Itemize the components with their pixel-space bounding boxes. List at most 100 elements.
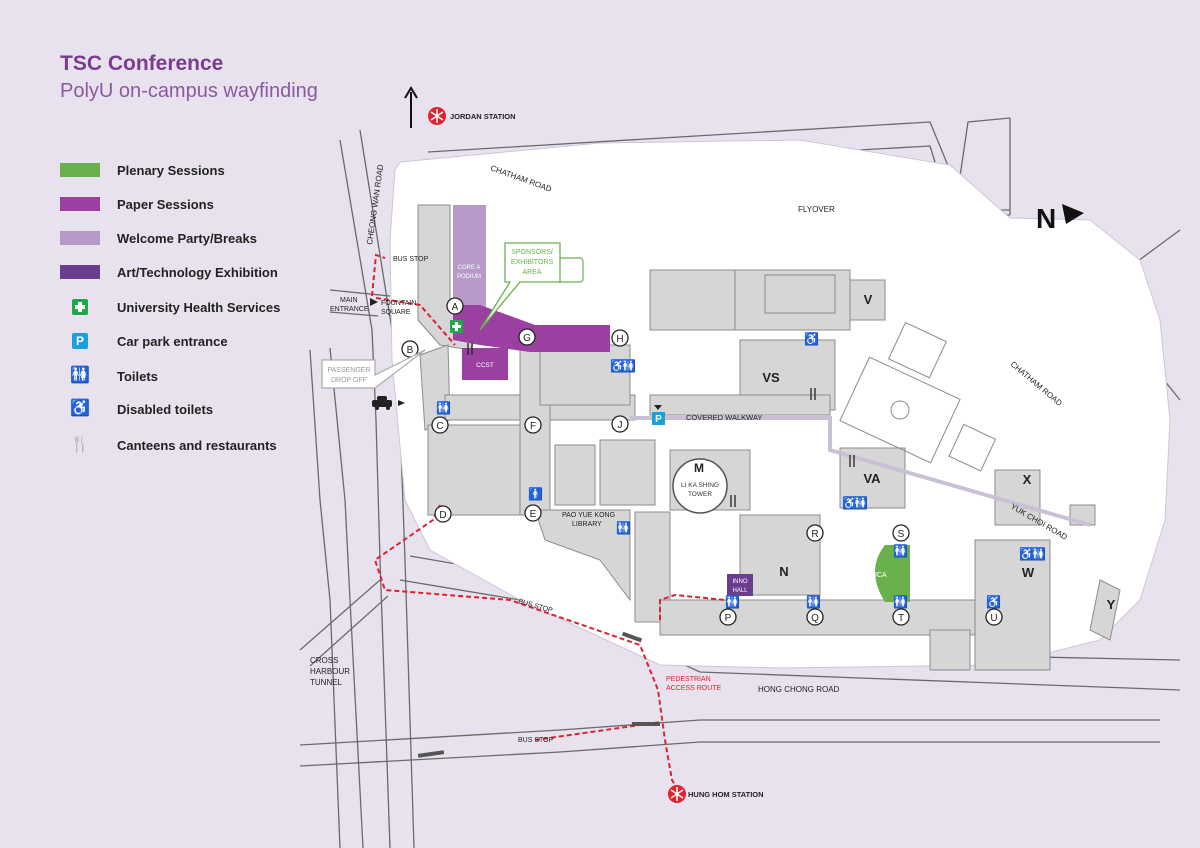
toilet-icon: 🚻 bbox=[621, 359, 636, 373]
entrance-arrow-icon bbox=[370, 298, 378, 306]
legend-item-exhibition: Art/Technology Exhibition bbox=[60, 262, 278, 282]
wheelchair-icon: ♿ bbox=[70, 400, 90, 417]
li-ka-shing-tower bbox=[672, 458, 728, 514]
main-entrance-label: MAIN bbox=[340, 297, 358, 304]
core-a-label-2: PODIUM bbox=[457, 274, 481, 280]
node-u-marker bbox=[985, 608, 1003, 626]
legend-item-toilets: 🚻 Toilets bbox=[60, 366, 158, 386]
building-v: V bbox=[864, 292, 873, 307]
node-c-marker bbox=[431, 416, 449, 434]
drop-off-callout bbox=[321, 349, 426, 389]
cutlery-icon: 🍴 bbox=[70, 436, 90, 453]
node-p-marker bbox=[719, 608, 737, 626]
walkway-path bbox=[630, 416, 1091, 527]
node-f-marker bbox=[524, 416, 542, 434]
ccst-label: CCST bbox=[476, 362, 494, 369]
node-a-label: A bbox=[452, 302, 459, 313]
bus-shelters bbox=[417, 631, 660, 758]
svg-text:N: N bbox=[1036, 203, 1056, 234]
map-cutlery-icons bbox=[467, 343, 855, 507]
pedestrian-route-label: PEDESTRIAN bbox=[666, 676, 711, 683]
north-arrow-icon: N bbox=[1036, 203, 1084, 234]
legend-item-welcome: Welcome Party/Breaks bbox=[60, 228, 257, 248]
bus-stop-label-1: BUS STOP bbox=[393, 256, 429, 263]
library-label-2: LIBRARY bbox=[572, 521, 602, 528]
node-u-label: U bbox=[990, 613, 997, 624]
cross-harbour-label-2: HARBOUR bbox=[310, 667, 350, 676]
legend-item-health: University Health Services bbox=[60, 297, 280, 317]
toilet-icon: 🚻 bbox=[853, 496, 868, 510]
inno-hall-area bbox=[727, 574, 753, 596]
page-title: TSC Conference bbox=[60, 52, 224, 75]
legend-label: Plenary Sessions bbox=[117, 162, 225, 178]
mtr-jordan-icon bbox=[428, 107, 446, 125]
node-r-label: R bbox=[811, 529, 818, 540]
exhibition-swatch bbox=[60, 265, 100, 279]
fountain-square-label-2: SQUARE bbox=[381, 309, 411, 316]
toilet-icon: 🚻 bbox=[1031, 547, 1046, 561]
node-s-label: S bbox=[898, 529, 905, 540]
toilet-icon: 🚹 bbox=[528, 487, 543, 501]
node-d-label: D bbox=[439, 510, 446, 521]
node-t-marker bbox=[892, 608, 910, 626]
node-g-marker bbox=[518, 328, 536, 346]
flyover-label: FLYOVER bbox=[798, 205, 835, 214]
health-cross-icon bbox=[60, 299, 100, 315]
parking-icon: P bbox=[60, 333, 100, 349]
paper-swatch bbox=[60, 197, 100, 211]
inno-hall-label-2: HALL bbox=[732, 588, 748, 594]
building-labels: V VS VA X N W Y bbox=[762, 292, 1115, 612]
node-b-label: B bbox=[407, 345, 414, 356]
welcome-swatch bbox=[60, 231, 100, 245]
parking-marker-icon: P bbox=[652, 405, 665, 425]
jca-label: JCA bbox=[873, 572, 887, 579]
hunghom-station-label: HUNG HOM STATION bbox=[688, 790, 764, 799]
node-j-label: J bbox=[618, 420, 623, 431]
toilet-icon: 🚻 bbox=[70, 367, 90, 384]
node-q-marker bbox=[806, 608, 824, 626]
pedestrian-route-label-2: ACCESS ROUTE bbox=[666, 685, 722, 692]
health-services-marker-icon bbox=[450, 320, 463, 333]
toilet-icon: 🚻 bbox=[725, 595, 740, 609]
building-m: M bbox=[694, 461, 704, 475]
node-q-label: Q bbox=[811, 613, 819, 624]
legend-label: Art/Technology Exhibition bbox=[117, 264, 278, 280]
paper-sessions-area bbox=[453, 305, 610, 352]
cheong-wan-road-label: CHEONG WAN ROAD bbox=[365, 164, 385, 246]
library-label: PAO YUE KONG bbox=[562, 512, 615, 519]
main-entrance-label-2: ENTRANCE bbox=[330, 306, 369, 313]
building-n: N bbox=[779, 564, 788, 579]
sponsors-label-2: EXHIBITORS bbox=[511, 259, 554, 266]
svg-text:P: P bbox=[655, 414, 662, 425]
legend-label: Paper Sessions bbox=[117, 196, 214, 212]
core-a-label: CORE A bbox=[458, 265, 481, 271]
legend-label: Car park entrance bbox=[117, 333, 228, 349]
disabled-toilet-icon: ♿ bbox=[842, 496, 857, 510]
node-e-marker bbox=[524, 504, 542, 522]
mtr-hunghom-icon bbox=[668, 785, 686, 803]
sports-fields bbox=[764, 274, 997, 472]
building-va: VA bbox=[863, 471, 881, 486]
legend-label: Toilets bbox=[117, 368, 158, 384]
node-f-label: F bbox=[530, 421, 536, 432]
legend-item-disabled: ♿ Disabled toilets bbox=[60, 399, 213, 419]
toilet-icon: 🚻 bbox=[893, 544, 908, 558]
node-c-label: C bbox=[436, 421, 443, 432]
plenary-area bbox=[875, 545, 910, 602]
cross-harbour-label: CROSS bbox=[310, 656, 338, 665]
ccst-area bbox=[462, 348, 508, 380]
node-s-marker bbox=[892, 524, 910, 542]
inno-hall-label: INNO bbox=[733, 579, 748, 585]
plenary-swatch bbox=[60, 163, 100, 177]
bus-stop-label-3: BUS STOP bbox=[518, 737, 554, 744]
sponsors-label: SPONSORS/ bbox=[511, 249, 553, 256]
node-h-label: H bbox=[616, 334, 623, 345]
toilet-icon: 🚻 bbox=[806, 595, 821, 609]
drop-off-label-2: DROP OFF bbox=[331, 377, 367, 384]
campus-buildings bbox=[417, 204, 1121, 671]
node-g-label: G bbox=[523, 333, 531, 344]
node-d-marker bbox=[434, 505, 452, 523]
node-j-marker bbox=[611, 415, 629, 433]
node-t-label: T bbox=[898, 613, 904, 624]
